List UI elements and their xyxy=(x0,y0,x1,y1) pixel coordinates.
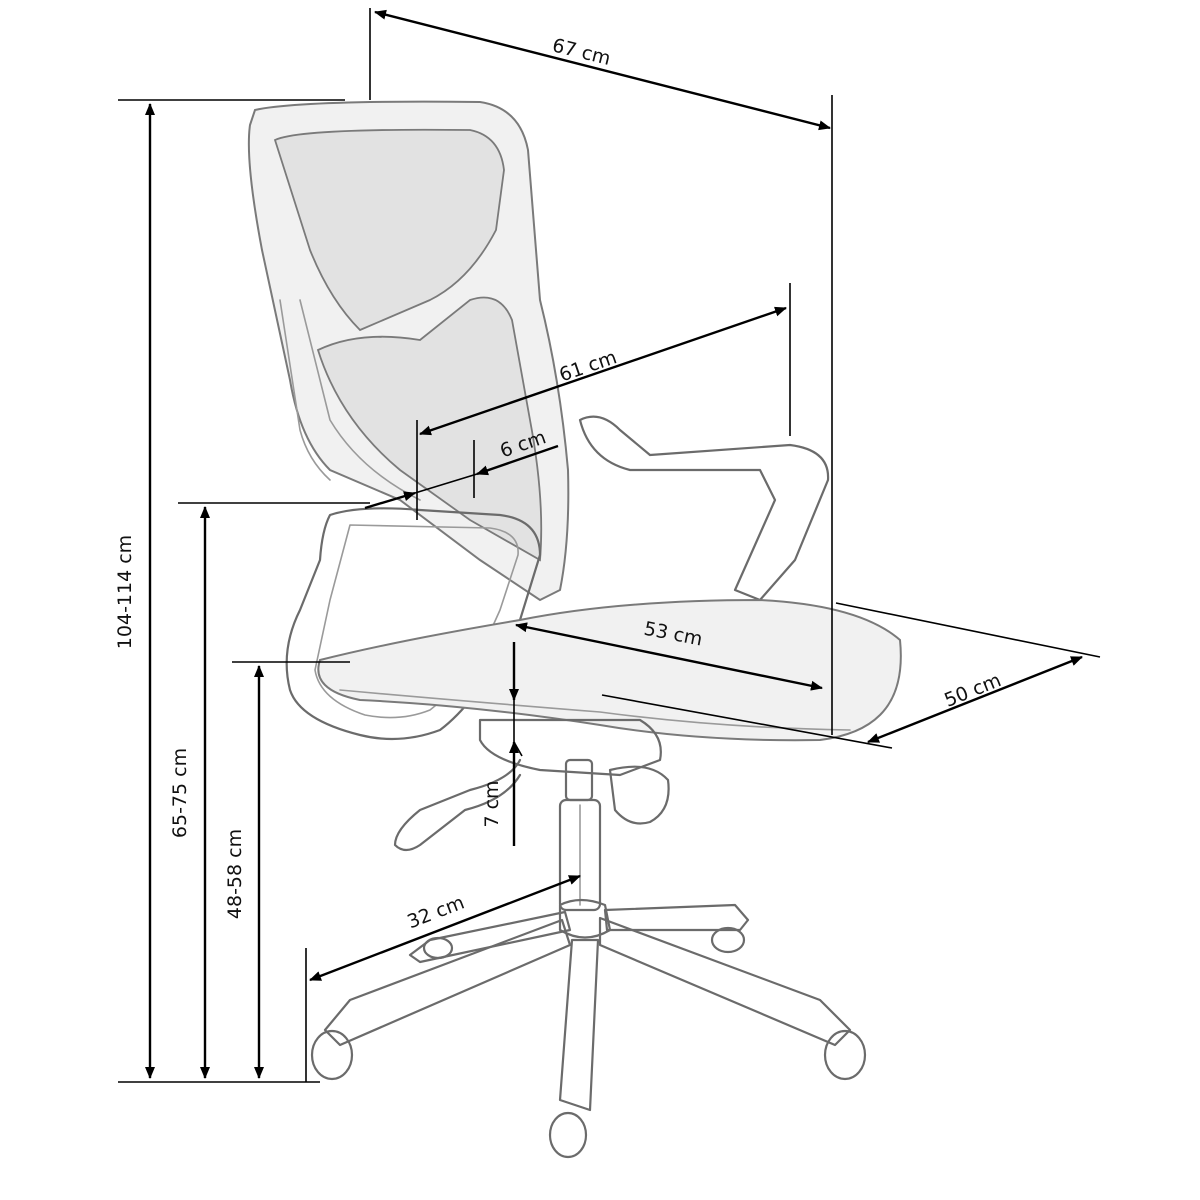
dim-label-height-adjust: 7 cm xyxy=(481,780,503,827)
caster-wheel xyxy=(710,926,746,954)
dim-label-armrest-depth: 61 cm xyxy=(556,346,619,386)
five-star-base xyxy=(310,898,867,1159)
dim-line-arm-pad-width xyxy=(364,491,416,510)
dim-line-armrest-depth xyxy=(419,306,787,436)
caster-wheel xyxy=(548,1111,588,1159)
dim-label-seat-width: 50 cm xyxy=(941,669,1004,712)
dim-label-height-overall: 104-114 cm xyxy=(114,535,136,649)
dim-line-seat-width xyxy=(867,655,1083,744)
gas-cylinder xyxy=(564,758,594,802)
caster-wheel xyxy=(823,1029,867,1081)
dim-label-base-radius: 32 cm xyxy=(404,892,467,934)
office-chair-illustration xyxy=(247,100,902,1159)
caster-wheel xyxy=(310,1029,354,1081)
left-armrest xyxy=(285,507,542,741)
dim-line-base-radius xyxy=(309,874,581,982)
dim-label-armrest-height: 65-75 cm xyxy=(169,748,191,838)
seat-mechanism xyxy=(478,718,662,777)
right-armrest xyxy=(578,415,830,602)
height-lever xyxy=(393,758,522,852)
backrest-mesh xyxy=(273,128,505,332)
dim-line-seat-depth xyxy=(515,622,823,691)
dim-line-depth-overall xyxy=(374,9,831,131)
dim-label-seat-height: 48-58 cm xyxy=(224,829,246,919)
tilt-handle xyxy=(608,765,670,825)
caster-wheel xyxy=(422,936,454,960)
